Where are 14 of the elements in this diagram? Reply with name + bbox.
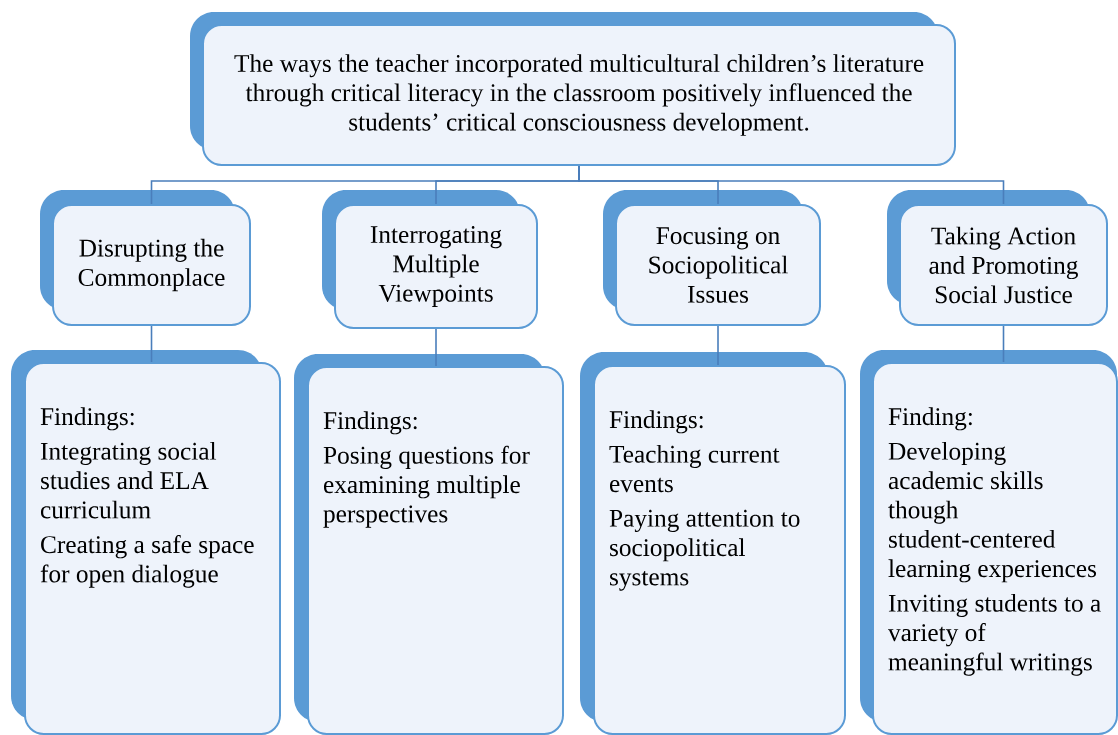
connector-line bbox=[435, 328, 437, 367]
connector-line bbox=[150, 325, 153, 363]
title-box: The ways the teacher incorporated multicultural children’s literature through critical literacy in the classroom positively influenced the students’ critical consciousness development. bbox=[190, 12, 956, 166]
connector-line bbox=[578, 165, 1005, 205]
category-box: Taking Action and Promoting Social Justice bbox=[887, 190, 1108, 326]
category-box: Interrogating Multiple Viewpoints bbox=[322, 190, 538, 329]
findings-box: Findings: Posing questions for examining multiple perspectives bbox=[294, 354, 564, 735]
findings-box: Findings: Integrating social studies and ELA curriculum Creating a safe space for open dialogue bbox=[11, 350, 281, 735]
connector-line bbox=[717, 325, 719, 366]
category-box: Disrupting the Commonplace bbox=[40, 190, 251, 326]
category-box: Focusing on Sociopolitical Issues bbox=[603, 190, 821, 326]
findings-box: Findings: Teaching current events Paying attention to sociopolitical systems bbox=[580, 352, 846, 735]
findings-box: Finding: Developing academic skills though student-centered learning experiences Inviting students to a variety of meaningful writings bbox=[860, 350, 1118, 735]
connector-line bbox=[1002, 325, 1005, 363]
